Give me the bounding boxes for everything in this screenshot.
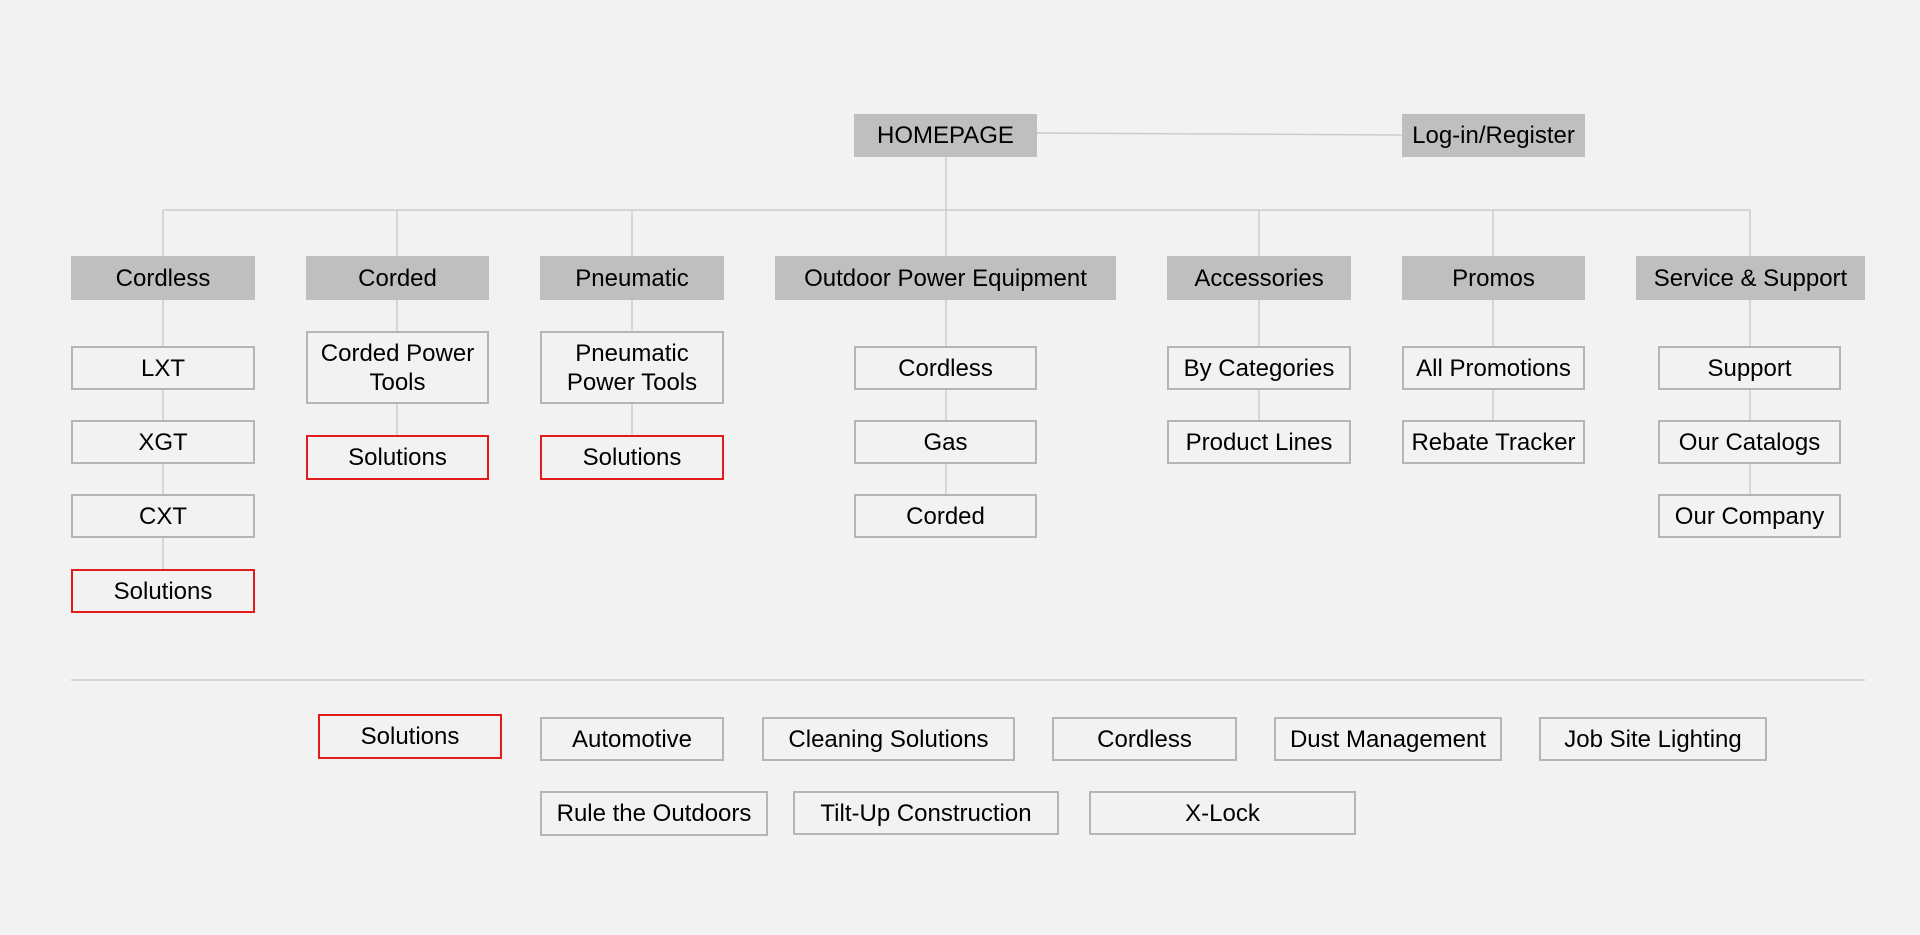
solution-x-lock[interactable]: X-Lock (1089, 791, 1356, 835)
solution-tilt-up-construction[interactable]: Tilt-Up Construction (793, 791, 1059, 835)
node-product-lines[interactable]: Product Lines (1167, 420, 1351, 464)
node-by-categories[interactable]: By Categories (1167, 346, 1351, 390)
node-label: LXT (140, 354, 185, 382)
node-label: Cordless (1097, 725, 1192, 753)
category-label: Pneumatic (575, 264, 689, 292)
node-our-company[interactable]: Our Company (1658, 494, 1841, 538)
node-cxt[interactable]: CXT (71, 494, 255, 538)
node-label: Rule the Outdoors (556, 800, 752, 827)
node-label: Corded (906, 502, 985, 530)
category-outdoor-power-equipment[interactable]: Outdoor Power Equipment (775, 256, 1116, 300)
node-label: Gas (923, 428, 968, 456)
login-register-node[interactable]: Log-in/Register (1402, 114, 1585, 157)
node-pneumatic-power-tools[interactable]: Pneumatic Power Tools (540, 331, 724, 404)
category-corded[interactable]: Corded (306, 256, 489, 300)
node-label: Job Site Lighting (1564, 725, 1742, 753)
node-label: XGT (138, 428, 188, 456)
node-label: CXT (139, 502, 187, 530)
node-rebate-tracker[interactable]: Rebate Tracker (1402, 420, 1585, 464)
node-label: Automotive (571, 725, 693, 753)
node-lxt[interactable]: LXT (71, 346, 255, 390)
node-ope-cordless[interactable]: Cordless (854, 346, 1037, 390)
node-ope-gas[interactable]: Gas (854, 420, 1037, 464)
node-label: Our Catalogs (1678, 428, 1821, 456)
node-our-catalogs[interactable]: Our Catalogs (1658, 420, 1841, 464)
connector-homepage-login (1036, 132, 1403, 136)
node-label: Solutions (113, 577, 213, 605)
node-label: Dust Management (1289, 725, 1487, 753)
node-label: Pneumatic Power Tools (566, 339, 698, 396)
node-label: Rebate Tracker (1411, 428, 1576, 456)
category-label: Outdoor Power Equipment (804, 264, 1087, 292)
node-label: Solutions (360, 723, 460, 750)
node-label: X-Lock (1185, 799, 1260, 827)
node-xgt[interactable]: XGT (71, 420, 255, 464)
category-accessories[interactable]: Accessories (1167, 256, 1351, 300)
node-label: By Categories (1183, 354, 1335, 382)
node-label: Solutions (348, 444, 447, 471)
homepage-label: HOMEPAGE (877, 122, 1014, 149)
solution-rule-the-outdoors[interactable]: Rule the Outdoors (540, 791, 768, 836)
category-promos[interactable]: Promos (1402, 256, 1585, 300)
solutions-title-node[interactable]: Solutions (318, 714, 502, 759)
node-cordless-solutions[interactable]: Solutions (71, 569, 255, 613)
solution-cordless[interactable]: Cordless (1052, 717, 1237, 761)
solution-cleaning-solutions[interactable]: Cleaning Solutions (762, 717, 1015, 761)
node-label: Our Company (1674, 502, 1825, 530)
category-cordless[interactable]: Cordless (71, 256, 255, 300)
node-label: Solutions (582, 444, 682, 471)
node-corded-power-tools[interactable]: Corded Power Tools (306, 331, 489, 404)
category-pneumatic[interactable]: Pneumatic (540, 256, 724, 300)
category-label: Corded (358, 264, 437, 292)
category-label: Service & Support (1653, 264, 1848, 292)
category-label: Cordless (115, 264, 211, 292)
category-label: Accessories (1194, 264, 1324, 292)
node-label: Cleaning Solutions (788, 725, 989, 753)
category-service-support[interactable]: Service & Support (1636, 256, 1865, 300)
node-label: Cordless (898, 354, 993, 382)
node-pneumatic-solutions[interactable]: Solutions (540, 435, 724, 480)
node-all-promotions[interactable]: All Promotions (1402, 346, 1585, 390)
node-label: Support (1707, 354, 1792, 382)
node-label: Corded Power Tools (320, 339, 475, 396)
solution-automotive[interactable]: Automotive (540, 717, 724, 761)
category-label: Promos (1452, 264, 1535, 292)
node-ope-corded[interactable]: Corded (854, 494, 1037, 538)
node-label: Product Lines (1185, 428, 1333, 456)
solution-dust-management[interactable]: Dust Management (1274, 717, 1502, 761)
node-label: Tilt-Up Construction (820, 799, 1032, 827)
node-label: All Promotions (1416, 354, 1571, 382)
solution-job-site-lighting[interactable]: Job Site Lighting (1539, 717, 1767, 761)
node-corded-solutions[interactable]: Solutions (306, 435, 489, 480)
homepage-node[interactable]: HOMEPAGE (854, 114, 1037, 157)
node-support[interactable]: Support (1658, 346, 1841, 390)
login-register-label: Log-in/Register (1412, 122, 1575, 149)
